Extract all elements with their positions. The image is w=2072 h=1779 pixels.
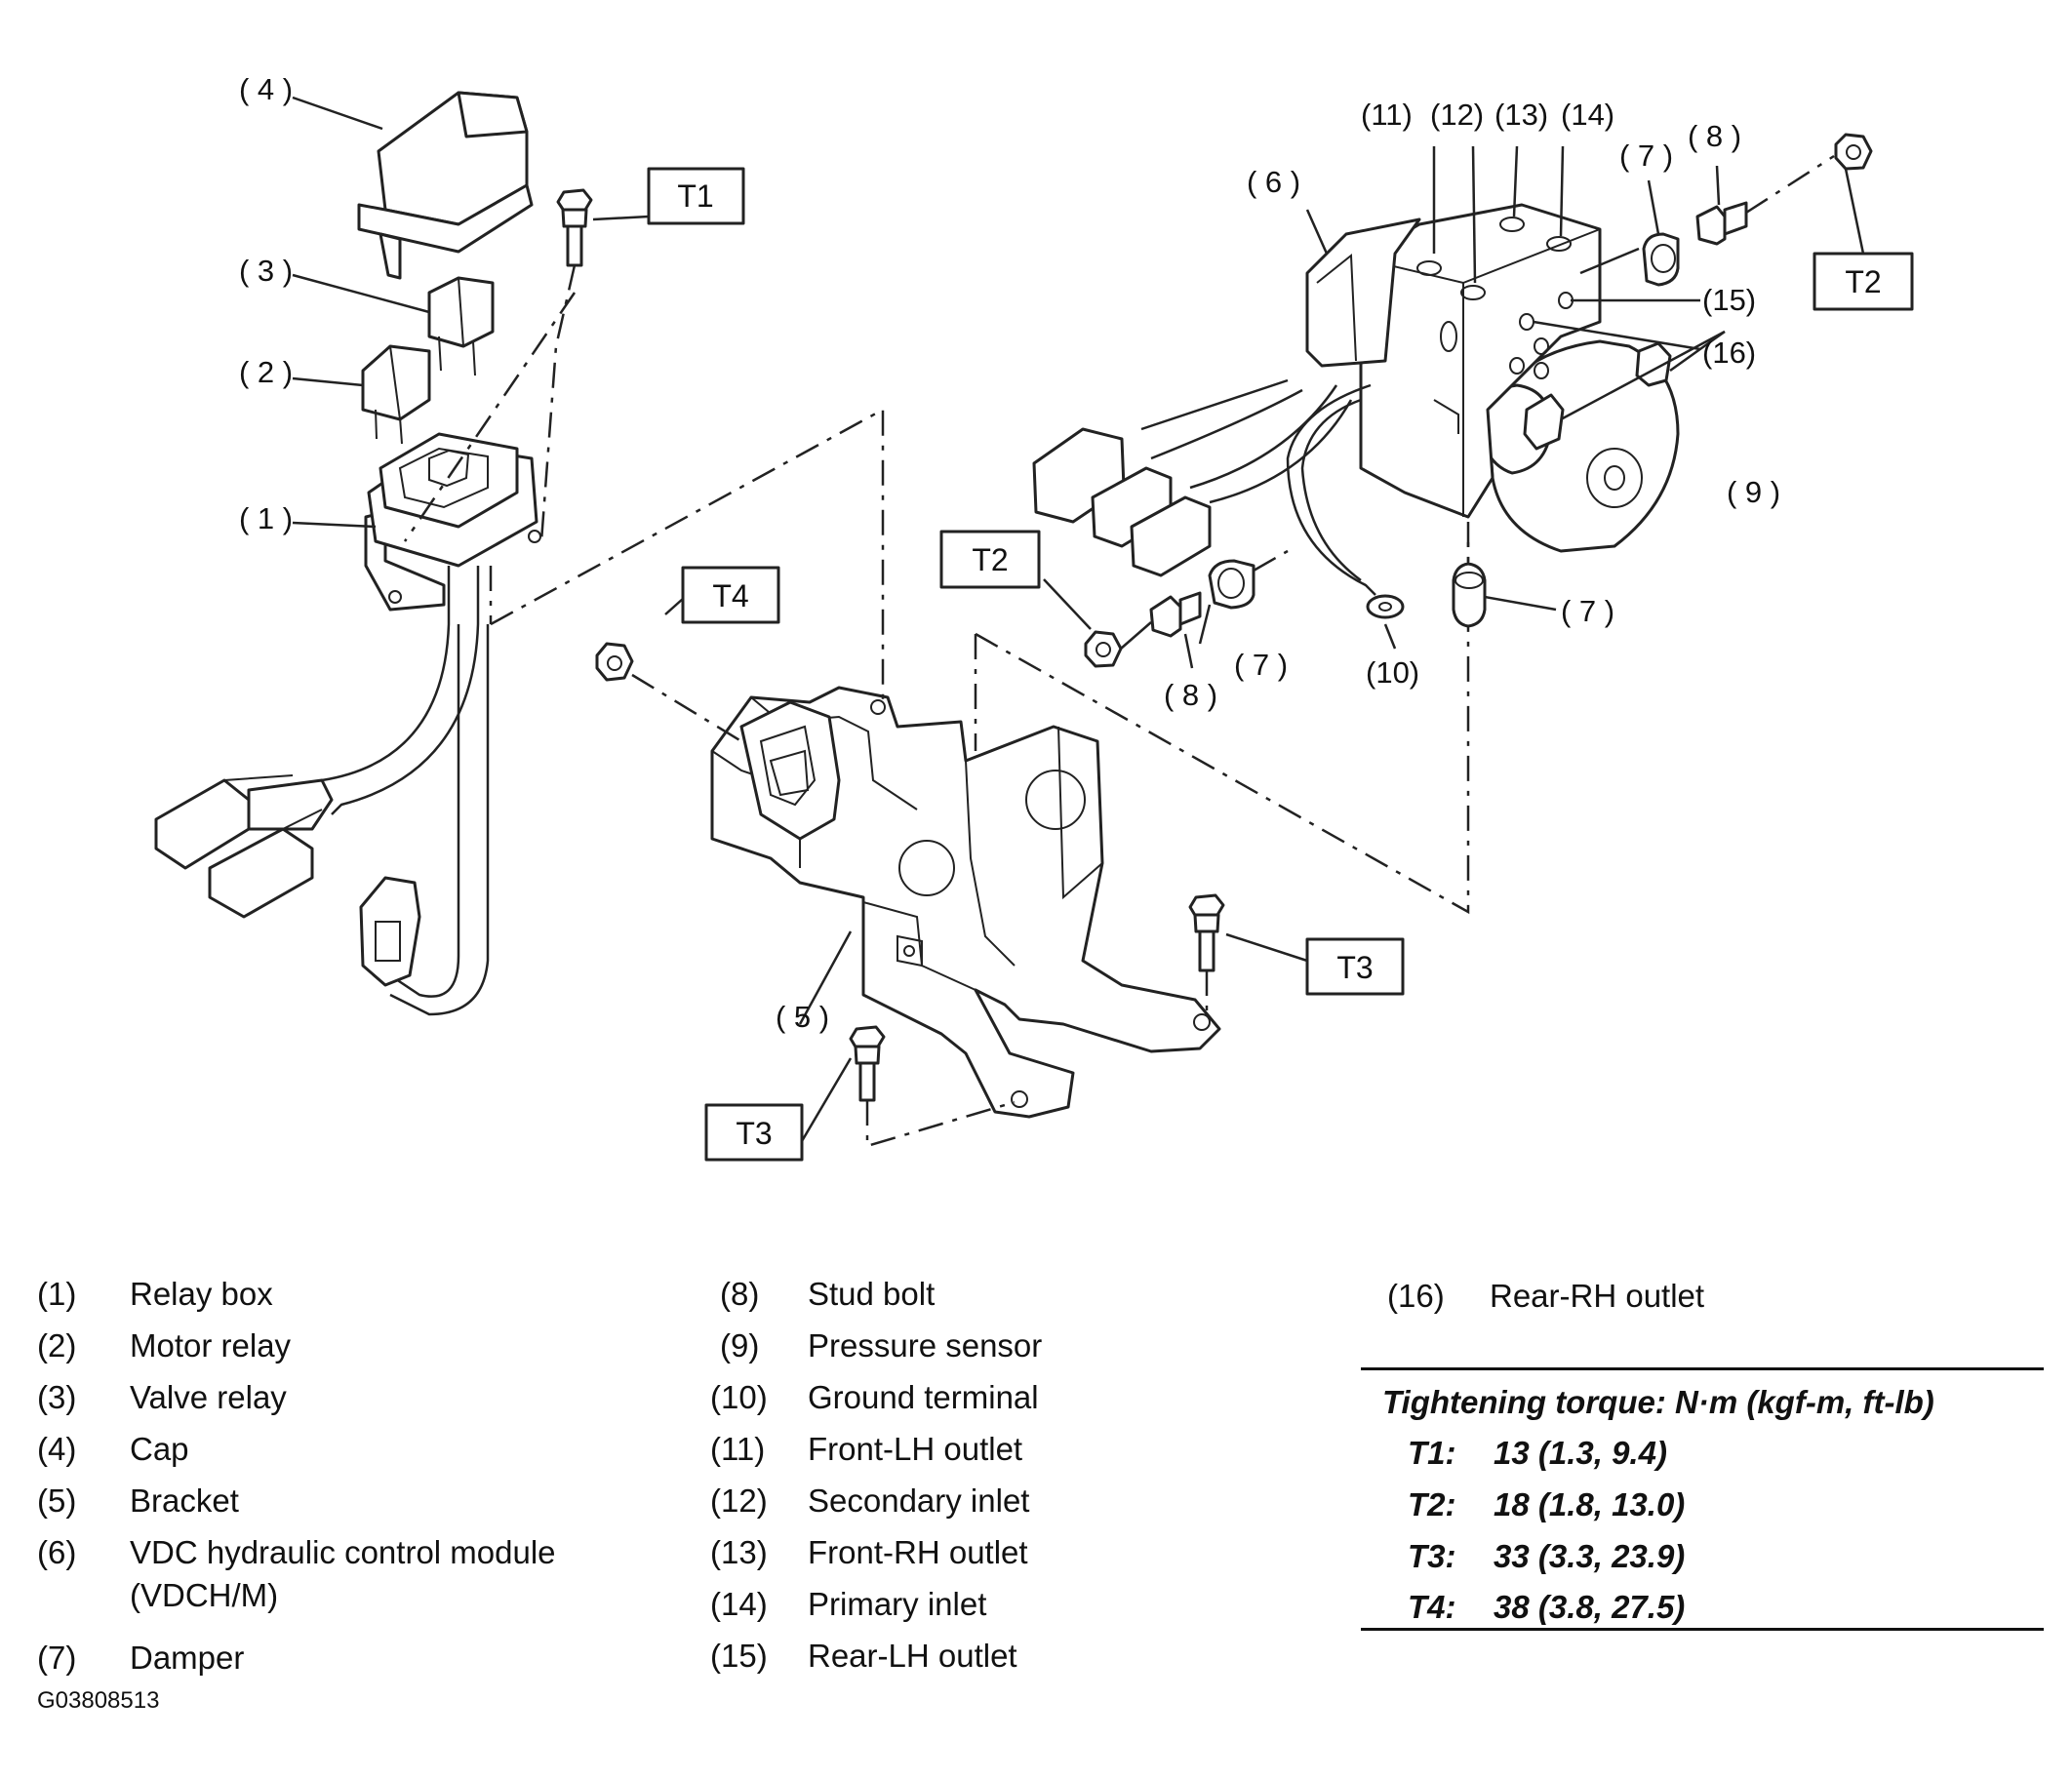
cap-part [357,91,534,280]
nut-t2-top [1834,133,1873,171]
nut-t2-middle [1084,630,1123,668]
callout-stud-bolt-middle: ( 8 ) [1164,678,1217,712]
relay-box-part [364,432,541,612]
hydraulic-control-module-part [1032,203,1680,619]
callout-front-lh-outlet: (11) [1361,98,1413,132]
callout-relay-box: ( 1 ) [239,501,293,535]
motor-relay-part [361,344,431,445]
bolt-t3-bottom [849,1025,886,1102]
damper-part-middle [1208,559,1255,610]
torque-box-t2-middle: T2 [939,530,1041,589]
callout-hydraulic-module: ( 6 ) [1247,165,1300,199]
torque-row: T4:38 (3.8, 27.5) [1408,1589,1686,1625]
svg-text:T2: T2 [972,542,1008,577]
bolt-t1 [556,188,593,267]
callout-front-rh-outlet: (13) [1494,98,1548,132]
stud-bolt-part-middle [1149,591,1202,638]
torque-box-t3-right: T3 [1305,937,1405,996]
callout-pressure-sensor: ( 9 ) [1727,475,1780,509]
torque-box-t3-bottom: T3 [704,1103,804,1162]
svg-text:T2: T2 [1845,264,1881,299]
legend-column-3: (16) Rear-RH outlet [1387,1278,1705,1314]
torque-row: T2:18 (1.8, 13.0) [1408,1486,1686,1522]
bracket-part [710,686,1221,1119]
torque-box-t4: T4 [681,566,780,624]
svg-text:T4: T4 [712,578,748,613]
nut-t4 [595,642,634,682]
wire-harness-part [154,566,490,1016]
valve-relay-part [427,276,495,376]
torque-box-t1: T1 [647,167,745,225]
legend-column-2: (8) Stud bolt (9) Pressure sensor (10) G… [710,1276,1043,1674]
callout-valve-relay: ( 3 ) [239,254,293,288]
svg-text:T3: T3 [736,1116,772,1151]
callout-rear-rh-outlet: (16) [1702,336,1756,370]
callout-rear-lh-outlet: (15) [1702,283,1756,317]
callout-primary-inlet: (14) [1561,98,1614,132]
torque-table-title: Tightening torque: N·m (kgf-m, ft-lb) [1382,1384,1934,1420]
damper-part-right [1452,562,1487,628]
damper-part-top [1642,232,1680,287]
tightening-torque-table: Tightening torque: N·m (kgf-m, ft-lb) T1… [1361,1367,2044,1631]
stud-bolt-part-top [1695,201,1748,246]
svg-text:T3: T3 [1336,950,1373,985]
callout-ground-terminal: (10) [1366,655,1419,690]
callout-damper-top: ( 7 ) [1619,138,1673,173]
torque-row: T1:13 (1.3, 9.4) [1408,1435,1667,1471]
callout-motor-relay: ( 2 ) [239,355,293,389]
callout-secondary-inlet: (12) [1430,98,1484,132]
callout-damper-middle: ( 7 ) [1234,648,1288,682]
callout-bracket: ( 5 ) [776,1000,829,1034]
figure-id: G03808513 [37,1687,160,1714]
svg-text:T1: T1 [677,178,713,214]
callout-damper-right: ( 7 ) [1561,594,1614,628]
callout-cap: ( 4 ) [239,72,293,106]
torque-box-t2-top: T2 [1813,252,1914,311]
legend-column-1: (1) Relay box (2) Motor relay (3) Valve … [37,1276,556,1676]
bolt-t3-right [1188,893,1225,972]
callout-stud-bolt-top: ( 8 ) [1688,119,1741,153]
torque-row: T3:33 (3.3, 23.9) [1408,1538,1686,1574]
